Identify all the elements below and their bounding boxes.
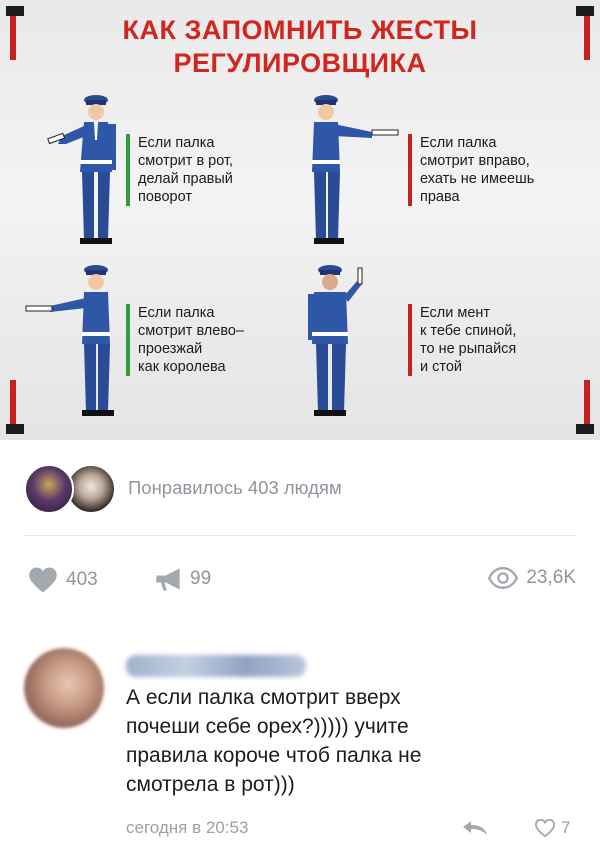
caption-line: проезжай	[138, 341, 203, 357]
caption-line: как королева	[138, 359, 226, 375]
like-button[interactable]: 403	[28, 566, 98, 594]
caption-line: Если мент	[420, 305, 491, 321]
reply-arrow-icon	[463, 821, 487, 835]
avatar	[24, 464, 74, 514]
heart-icon	[29, 567, 57, 593]
divider	[24, 535, 576, 536]
comment-line: правила короче чтоб палка не	[126, 744, 422, 767]
poster-title-line: КАК ЗАПОМНИТЬ ЖЕСТЫ	[122, 15, 478, 45]
poster-corner-decoration	[576, 6, 594, 60]
caption-line: смотрит влево–	[138, 323, 245, 339]
repost-count: 99	[190, 568, 212, 589]
caption-line: права	[420, 189, 460, 205]
comment-text: А если палка смотрит вверх почеши себе о…	[126, 683, 566, 799]
caption-line: поворот	[138, 189, 192, 205]
gesture-caption: Если палка смотрит в рот, делай правый п…	[126, 134, 233, 206]
caption-line: смотрит вправо,	[420, 153, 530, 169]
caption-line: то не рыпайся	[420, 341, 517, 357]
officer-facing-figure	[47, 95, 116, 244]
gesture-caption: Если палка смотрит вправо, ехать не имее…	[408, 134, 534, 206]
like-count: 403	[66, 569, 98, 590]
repost-button[interactable]: 99	[154, 566, 211, 592]
comment-like-button[interactable]: 7	[534, 818, 570, 838]
comment-line: смотрела в рот)))	[126, 773, 295, 796]
officer-left-arm-figure	[25, 265, 114, 416]
poster-title: КАК ЗАПОМНИТЬ ЖЕСТЫ РЕГУЛИРОВЩИКА	[0, 14, 600, 80]
reply-button[interactable]	[462, 820, 488, 841]
traffic-gestures-poster[interactable]: КАК ЗАПОМНИТЬ ЖЕСТЫ РЕГУЛИРОВЩИКА Если п…	[0, 0, 600, 440]
commenter-avatar[interactable]	[24, 648, 104, 728]
caption-line: Если палка	[138, 135, 215, 151]
poster-corner-decoration	[6, 6, 24, 60]
heart-outline-icon	[534, 818, 556, 838]
caption-line: и стой	[420, 359, 463, 375]
views-counter: 23,6K	[488, 566, 576, 590]
caption-line: к тебе спиной,	[420, 323, 517, 339]
comment-line: А если палка смотрит вверх	[126, 686, 401, 709]
officer-back-figure	[308, 265, 363, 416]
officer-right-arm-figure	[312, 95, 399, 244]
liked-by-avatars[interactable]	[24, 464, 120, 514]
eye-icon	[488, 567, 519, 589]
comment-timestamp: сегодня в 20:53	[126, 818, 249, 837]
commenter-name-blurred[interactable]	[126, 655, 306, 677]
caption-line: Если палка	[138, 305, 215, 321]
caption-line: ехать не имеешь	[420, 171, 535, 187]
gesture-caption: Если палка смотрит влево– проезжай как к…	[126, 304, 244, 376]
poster-title-line: РЕГУЛИРОВЩИКА	[173, 48, 427, 78]
likes-summary-link[interactable]: Понравилось 403 людям	[128, 477, 342, 498]
views-count: 23,6K	[526, 567, 576, 588]
gesture-caption: Если мент к тебе спиной, то не рыпайся и…	[408, 304, 516, 376]
megaphone-icon	[156, 568, 180, 591]
caption-line: делай правый	[138, 171, 233, 187]
caption-line: смотрит в рот,	[138, 153, 234, 169]
caption-line: Если палка	[420, 135, 497, 151]
comment-line: почеши себе орех?))))) учите	[126, 715, 409, 738]
poster-corner-decoration	[576, 380, 594, 434]
comment-like-count: 7	[561, 818, 571, 837]
